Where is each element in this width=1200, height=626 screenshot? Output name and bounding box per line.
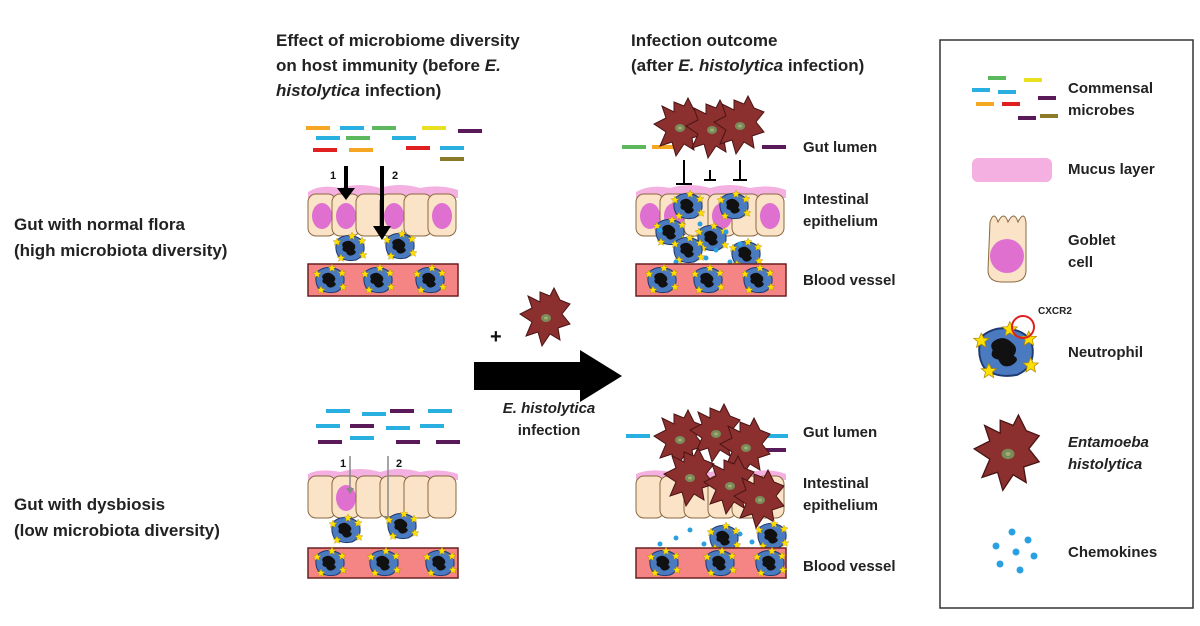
legend-label-neutrophil: Neutrophil — [1068, 344, 1143, 361]
header-left-line2: on host immunity (before E. — [276, 56, 501, 75]
normal-flora-tissue — [306, 126, 482, 297]
step-number-1-dysbiosis: 1 — [340, 458, 347, 470]
outcome-dysbiosis-tissue — [626, 403, 789, 579]
legend-box — [939, 39, 1194, 609]
legend-label-commensal: Commensal microbes — [1068, 80, 1154, 119]
legend-goblet-icon — [987, 215, 1027, 283]
amoeba-infecting — [519, 287, 571, 347]
legend-cxcr2-ring — [1011, 315, 1035, 339]
label-gut-lumen-bottom: Gut lumen — [803, 424, 878, 441]
step-number-2-normal: 2 — [392, 170, 399, 182]
header-right-line1: Infection outcome — [631, 31, 778, 50]
legend-commensal-icon — [972, 76, 1058, 120]
header-left: Effect of microbiome diversity on host i… — [276, 28, 520, 103]
plus-sign: + — [490, 326, 502, 348]
legend-label-entamoeba: Entamoeba histolytica — [1068, 434, 1149, 473]
row-label-dysbiosis: Gut with dysbiosis (low microbiota diver… — [14, 495, 220, 540]
label-epithelium-bottom: Intestinal epithelium — [803, 475, 879, 514]
legend-mucus-icon — [972, 158, 1052, 182]
step-number-2-dysbiosis: 2 — [396, 458, 403, 470]
legend-chemokines-icon — [992, 528, 1038, 574]
arrows-normal — [337, 166, 391, 240]
label-gut-lumen-top: Gut lumen — [803, 139, 878, 156]
dysbiosis-tissue — [307, 409, 460, 579]
infection-arrow — [474, 287, 622, 402]
header-right-line2: (after E. histolytica infection) — [631, 56, 865, 75]
epithelium-dysbiosis — [307, 475, 457, 519]
infection-label: E. histolytica infection — [502, 400, 596, 439]
header-right: Infection outcome (after E. histolytica … — [631, 28, 864, 78]
header-left-line1: Effect of microbiome diversity — [276, 31, 520, 50]
legend-label-goblet: Goblet cell — [1068, 232, 1116, 271]
label-blood-vessel-bottom: Blood vessel — [803, 558, 896, 575]
label-epithelium-top: Intestinal epithelium — [803, 191, 879, 230]
row-label-normal: Gut with normal flora (high microbiota d… — [14, 215, 228, 260]
commensal-microbes-normal — [306, 126, 482, 161]
legend-label-cxcr2: CXCR2 — [1038, 306, 1072, 317]
label-blood-vessel-top: Blood vessel — [803, 272, 896, 289]
outcome-normal-tissue — [622, 95, 787, 297]
legend-label-chemokines: Chemokines — [1068, 544, 1158, 561]
commensal-microbes-dysbiosis — [316, 409, 460, 444]
inhibition-marks — [676, 160, 747, 185]
legend-label-mucus: Mucus layer — [1068, 161, 1155, 178]
header-left-line3: histolytica infection) — [276, 81, 442, 100]
step-number-1-normal: 1 — [330, 170, 337, 182]
